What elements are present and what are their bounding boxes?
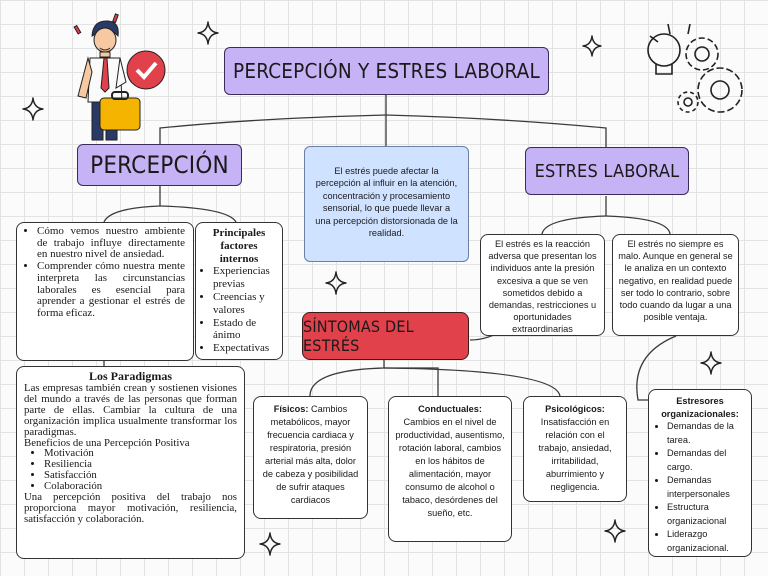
factores-title: Principales factores internos xyxy=(212,227,266,265)
fisicos-text: Cambios metabólicos, mayor frecuencia ca… xyxy=(262,404,359,505)
paradigmas-title: Los Paradigmas xyxy=(88,369,172,383)
gears-icon xyxy=(647,23,743,113)
paradigmas-box: Los Paradigmas Las empresas también crea… xyxy=(16,366,245,559)
conductuales-label: Conductuales: xyxy=(418,404,482,414)
estresor-item: Demandas interpersonales xyxy=(667,474,746,501)
sparkle-icon xyxy=(582,35,602,57)
main-title: PERCEPCIÓN Y ESTRES LABORAL xyxy=(224,47,549,95)
estresores-title: Estresores organizacionales: xyxy=(661,396,739,419)
estres-definition-box: El estrés es la reacción adversa que pre… xyxy=(480,234,605,336)
estresor-item: Demandas de la tarea. xyxy=(667,420,746,447)
estres-not-bad-box: El estrés no siempre es malo. Aunque en … xyxy=(612,234,739,336)
sparkle-icon xyxy=(325,271,347,295)
psicologicos-label: Psicológicos: xyxy=(545,404,605,414)
sintomas-psicologicos-box: Psicológicos: Insatisfacción en relación… xyxy=(523,396,627,502)
percepcion-bullet: Comprender cómo nuestra mente interpreta… xyxy=(37,260,185,320)
factor-item: Experiencias previas xyxy=(213,265,278,291)
sparkle-icon xyxy=(22,97,44,121)
percepcion-bullets-box: Cómo vemos nuestro ambiente de trabajo i… xyxy=(16,222,194,361)
paradigmas-conclusion: Una percepción positiva del trabajo nos … xyxy=(24,491,237,525)
psicologicos-text: Insatisfacción en relación con el trabaj… xyxy=(538,417,612,492)
sparkle-icon xyxy=(259,532,281,556)
businessman-illustration xyxy=(73,13,166,141)
factor-item: Estado de ánimo xyxy=(213,317,278,343)
sintomas-conductuales-box: Conductuales: Cambios en el nivel de pro… xyxy=(388,396,512,542)
estresor-item: Liderazgo organizacional. xyxy=(667,528,746,555)
estres-laboral-heading: ESTRES LABORAL xyxy=(525,147,689,195)
factores-internos-box: Principales factores internos Experienci… xyxy=(195,222,283,360)
estresores-box: Estresores organizacionales: Demandas de… xyxy=(648,389,752,557)
beneficios-title: Beneficios de una Percepción Positiva xyxy=(24,436,190,449)
factor-item: Creencias y valores xyxy=(213,291,278,317)
fisicos-label: Físicos: xyxy=(273,404,309,414)
sparkle-icon xyxy=(604,519,626,543)
paradigmas-text: Las empresas también crean y sostienen v… xyxy=(24,382,237,438)
estresor-item: Demandas del cargo. xyxy=(667,447,746,474)
factor-item: Expectativas xyxy=(213,342,278,355)
percepcion-heading: PERCEPCIÓN xyxy=(77,144,242,186)
beneficio-item: Colaboración xyxy=(44,481,237,492)
conductuales-text: Cambios en el nivel de productividad, au… xyxy=(395,417,505,518)
sintomas-fisicos-box: Físicos: Cambios metabólicos, mayor frec… xyxy=(253,396,368,519)
percepcion-bullet: Cómo vemos nuestro ambiente de trabajo i… xyxy=(37,225,185,261)
sparkle-icon xyxy=(197,21,219,45)
beneficio-item: Motivación xyxy=(44,448,237,459)
estresor-item: Estructura organizacional xyxy=(667,501,746,528)
beneficio-item: Resiliencia xyxy=(44,459,237,470)
stress-perception-box: El estrés puede afectar la percepción al… xyxy=(304,146,469,262)
sintomas-heading: SÍNTOMAS DEL ESTRÉS xyxy=(302,312,469,360)
sparkle-icon xyxy=(700,351,722,375)
beneficio-item: Satisfacción xyxy=(44,470,237,481)
